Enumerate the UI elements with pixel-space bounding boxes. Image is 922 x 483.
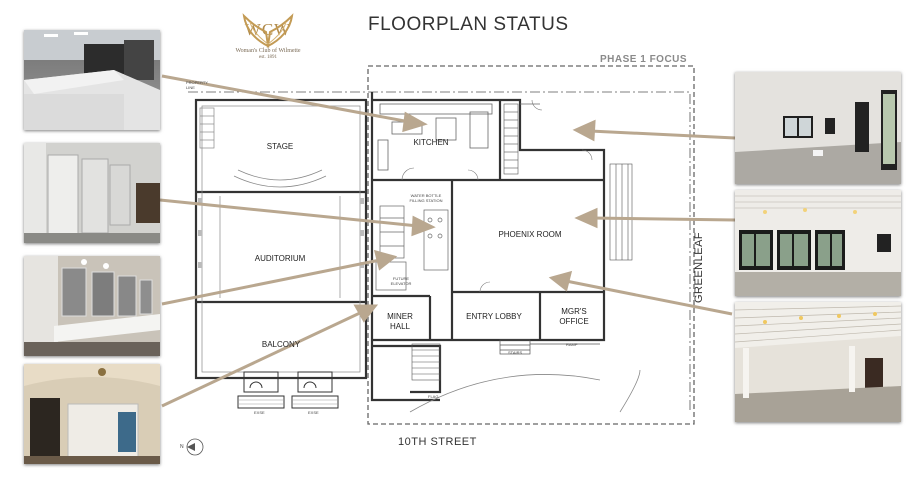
photo-phoenix-room-1 <box>735 72 901 184</box>
photo-restroom-stalls <box>24 143 160 243</box>
street-greenleaf: GREENLEAF <box>693 231 705 303</box>
photo-restroom-sinks <box>24 256 160 356</box>
phase-label: PHASE 1 FOCUS <box>600 54 688 65</box>
wings-icon <box>242 13 294 48</box>
room-kitchen: KITCHEN <box>413 138 449 147</box>
photo-phoenix-room-3 <box>735 302 901 422</box>
logo-name: Woman's Club of Wilmette <box>235 48 301 54</box>
page-title: FLOORPLAN STATUS <box>368 14 569 35</box>
room-stage: STAGE <box>266 142 294 151</box>
street-10th: 10TH STREET <box>398 436 477 448</box>
photo-kitchen <box>24 30 160 130</box>
label-egress-2: EXSE <box>308 410 319 415</box>
label-stairs: STAIRS <box>508 350 523 355</box>
room-entry-lobby: ENTRY LOBBY <box>466 312 522 321</box>
photo-miner-hall <box>24 364 160 464</box>
photo-phoenix-room-2 <box>735 190 901 296</box>
label-ramp: RAMP <box>566 342 578 347</box>
room-auditorium: AUDITORIUM <box>254 254 306 263</box>
label-flag: FLAG <box>428 394 439 399</box>
label-egress-1: EXSE <box>254 410 265 415</box>
north-arrow-icon: N <box>180 434 206 460</box>
room-balcony: BALCONY <box>261 340 301 349</box>
wcw-logo: WCW Woman's Club of Wilmette est. 1891 <box>218 10 318 78</box>
logo-est: est. 1891 <box>258 55 278 60</box>
room-phoenix: PHOENIX ROOM <box>498 230 562 239</box>
